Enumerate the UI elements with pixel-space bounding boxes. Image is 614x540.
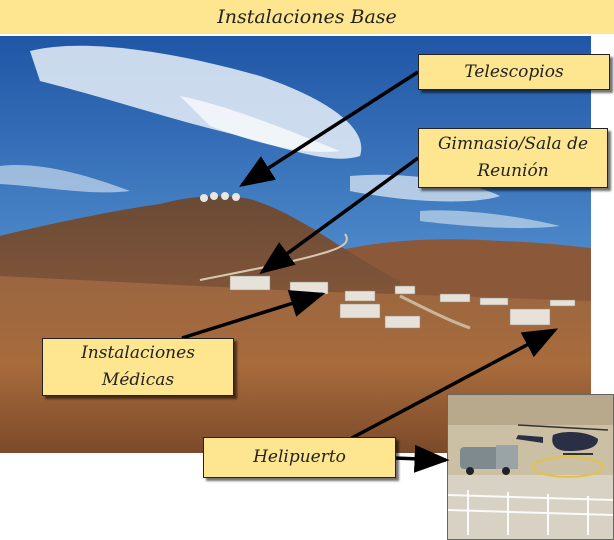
helipad-inset-photo — [447, 394, 614, 540]
page-title: Instalaciones Base — [217, 6, 397, 28]
arrow-helipad-inset — [393, 444, 450, 473]
label-gym: Gimnasio/Sala de Reunión — [418, 128, 608, 188]
title-bar: Instalaciones Base — [0, 0, 614, 34]
label-telescopes: Telescopios — [418, 54, 610, 90]
label-medical: Instalaciones Médicas — [42, 338, 234, 396]
label-helipad: Helipuerto — [203, 437, 396, 478]
